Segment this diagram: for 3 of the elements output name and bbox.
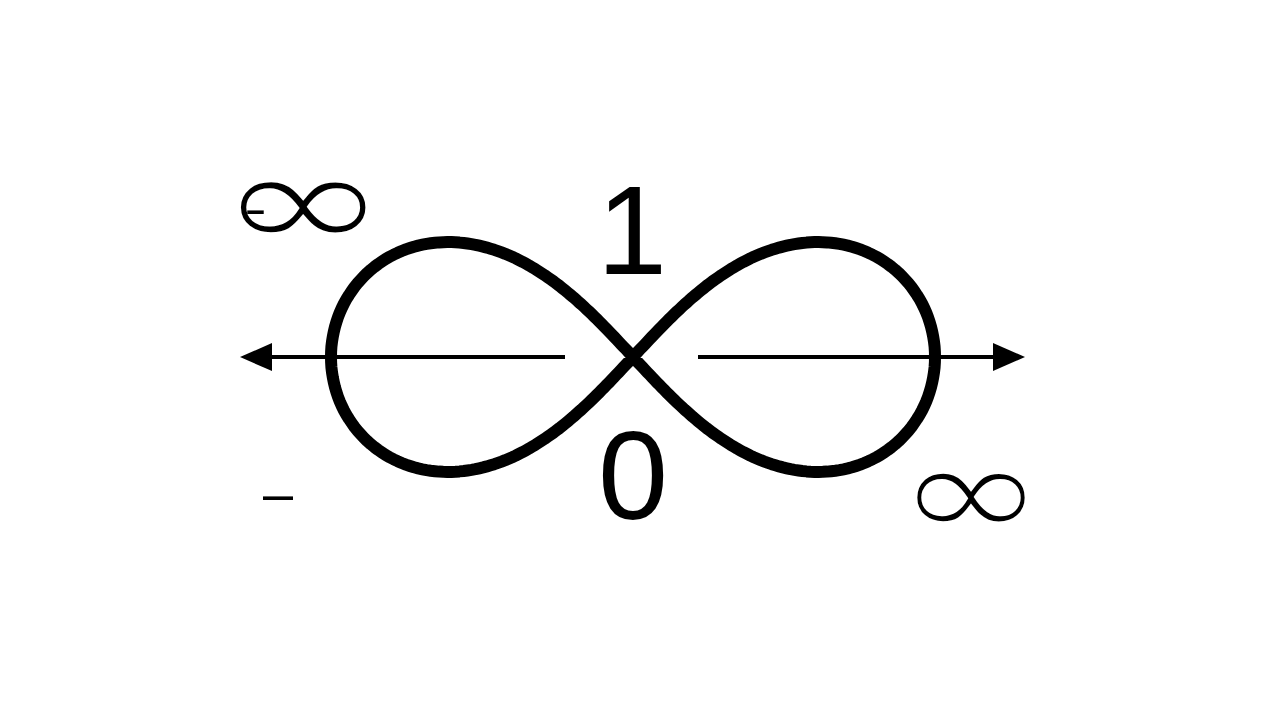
number-label: 1	[596, 168, 668, 294]
minus-sign: –	[263, 466, 293, 520]
number-label: 0	[597, 413, 669, 539]
